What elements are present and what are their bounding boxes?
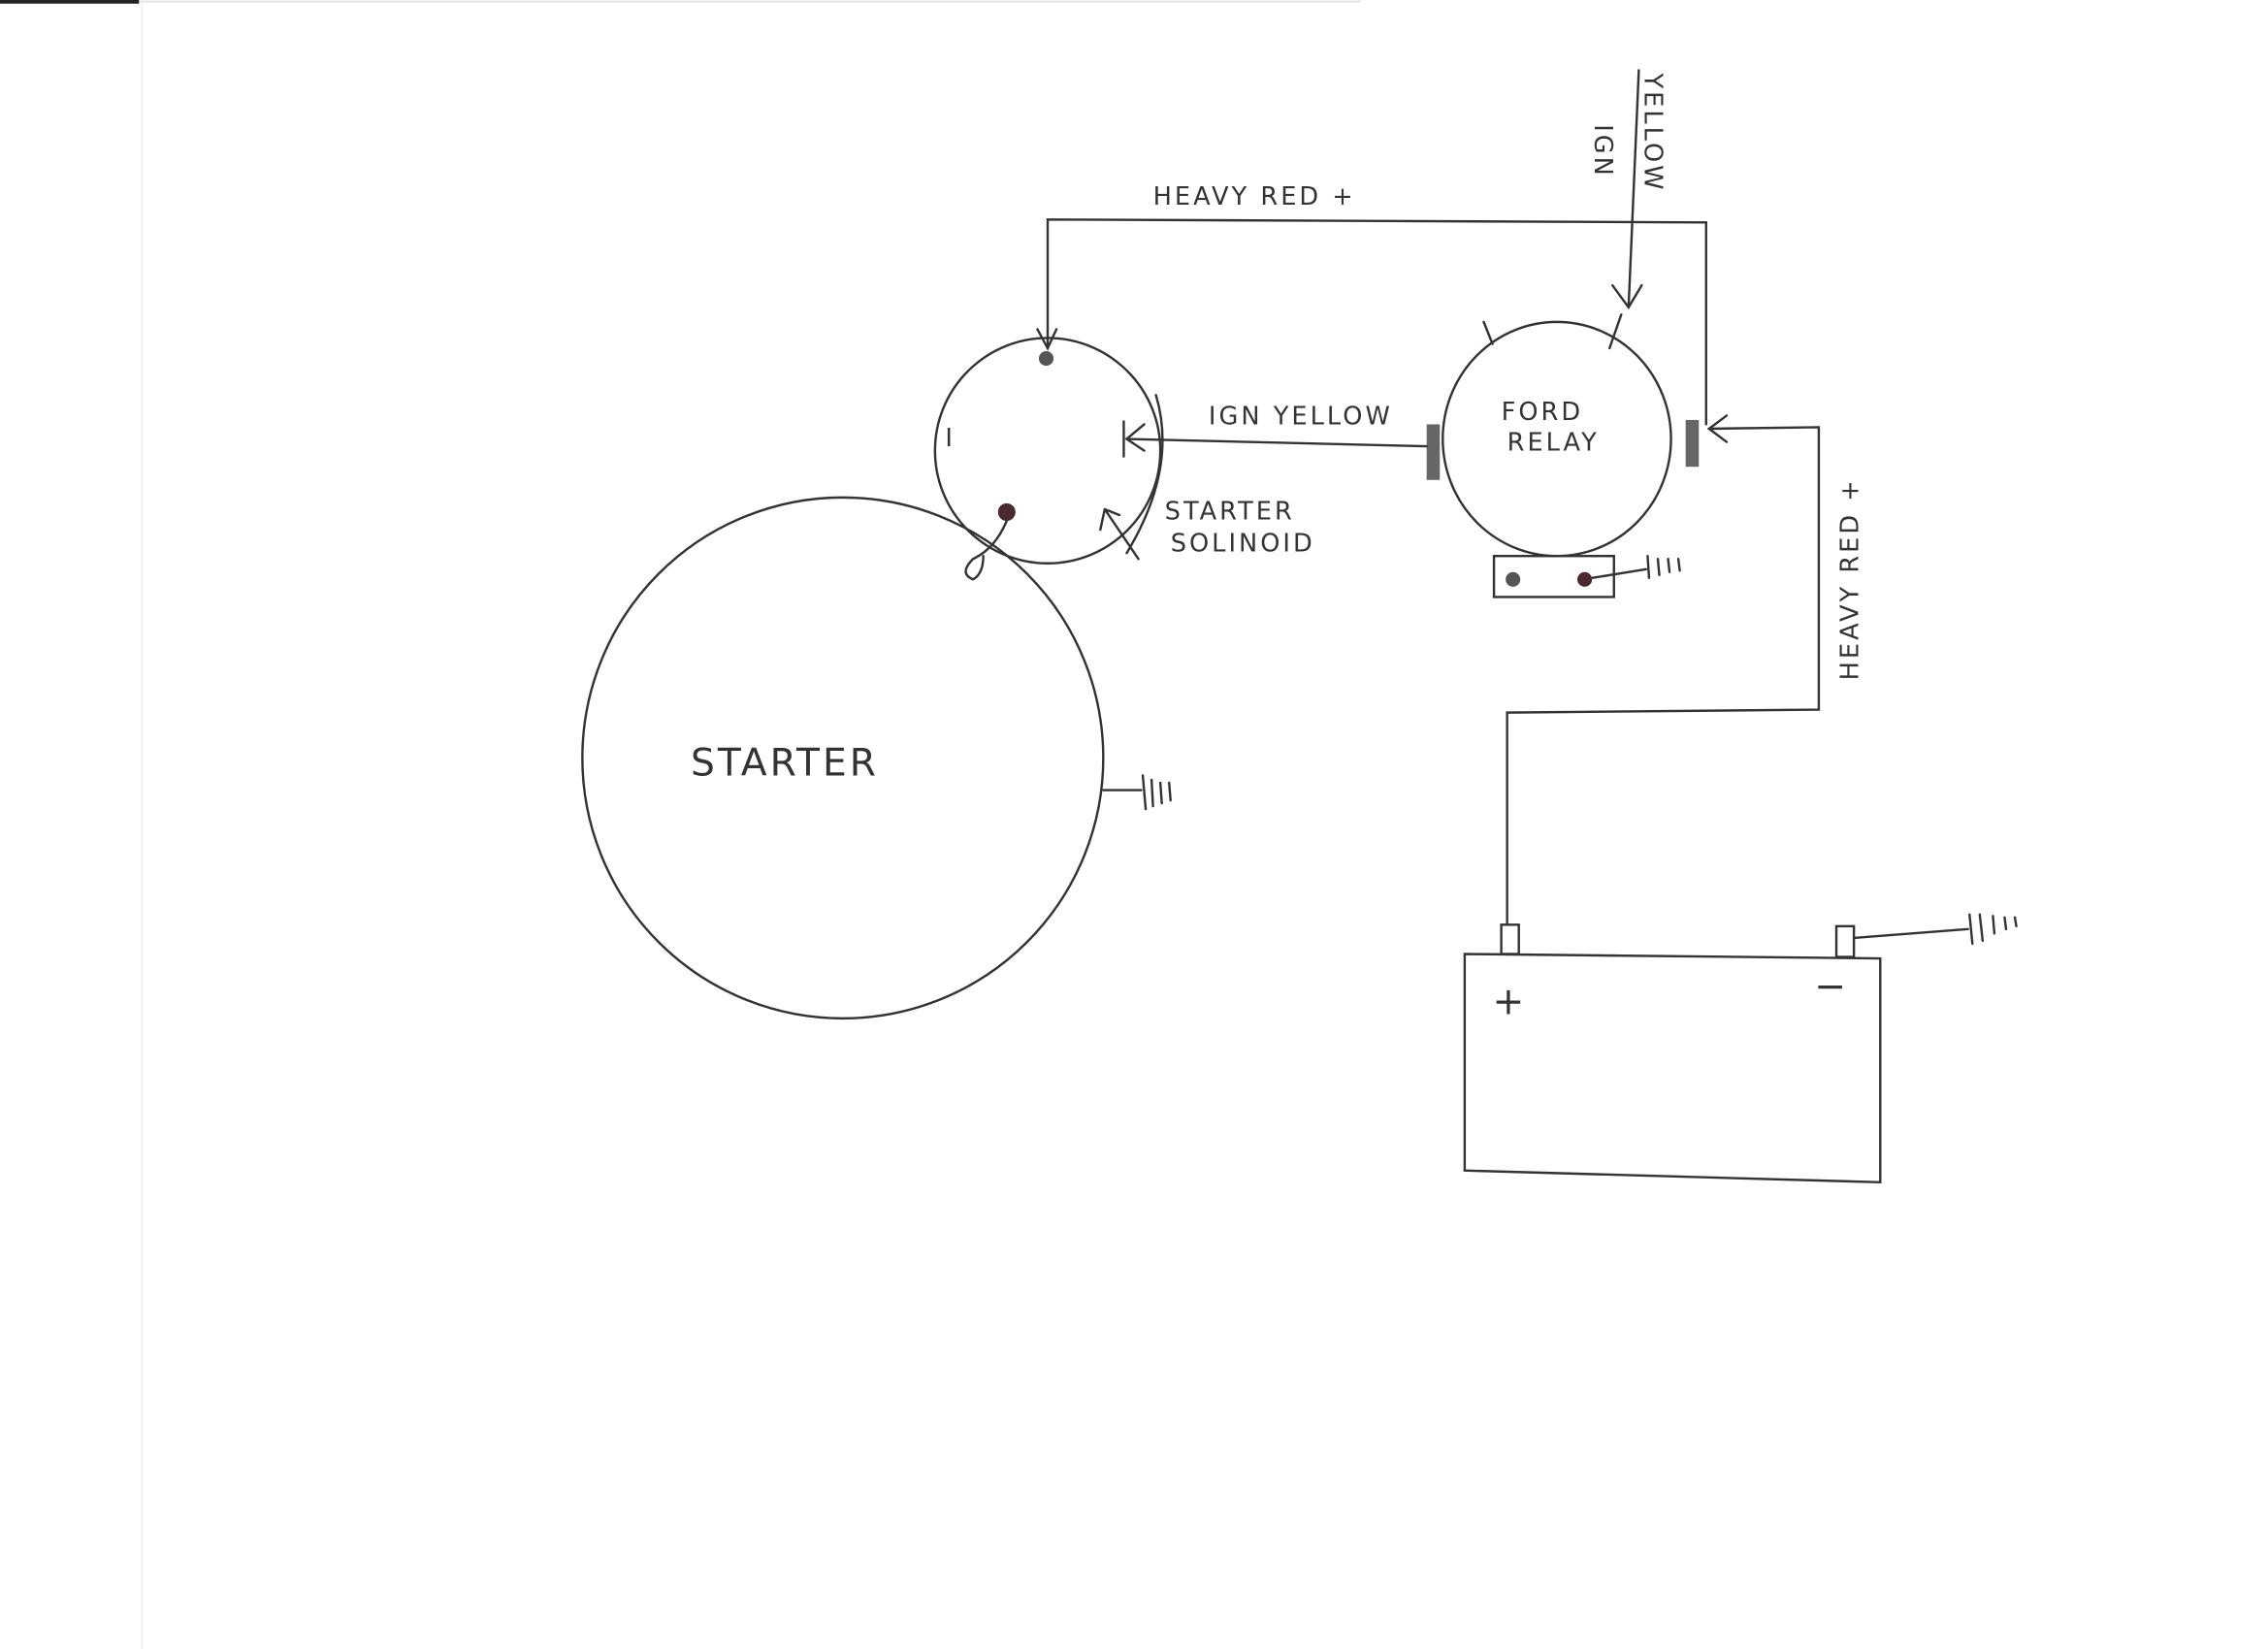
relay-terminal-left	[1426, 424, 1441, 480]
starter-ground-icon	[1102, 774, 1172, 811]
starter-solenoid: I STARTER SOLINOID	[933, 337, 1315, 581]
ign-yellow-wire-vertical: IGN YELLOW	[1588, 69, 1667, 309]
ign-label: IGN	[1588, 124, 1617, 178]
heavy-red-wire-top: HEAVY RED +	[1036, 182, 1707, 426]
battery-positive-label: +	[1493, 980, 1528, 1023]
heavy-red-top-label: HEAVY RED +	[1153, 182, 1356, 211]
relay-ground-icon	[1590, 555, 1681, 580]
solenoid-label: SOLINOID	[1171, 530, 1315, 559]
solenoid-label: STARTER	[1165, 498, 1295, 527]
solenoid-terminal-bottom	[997, 502, 1016, 522]
heavy-red-right-label: HEAVY RED +	[1836, 477, 1865, 680]
ign-yellow-wire: IGN YELLOW	[1122, 402, 1428, 458]
ford-relay: FORD RELAY	[1426, 313, 1700, 598]
solenoid-terminal-i: I	[945, 424, 956, 453]
relay-terminal-right	[1685, 419, 1700, 468]
yellow-label: YELLOW	[1637, 72, 1667, 192]
battery-negative-terminal	[1834, 924, 1856, 958]
battery-ground-icon	[1852, 913, 2018, 946]
heavy-red-wire-right: HEAVY RED +	[1506, 414, 1865, 926]
battery-positive-terminal	[1500, 923, 1520, 955]
solenoid-terminal-top	[1038, 351, 1054, 367]
relay-label: FORD	[1502, 398, 1584, 427]
battery: + −	[1463, 913, 2018, 1184]
starter-label: STARTER	[691, 741, 879, 785]
battery-negative-label: −	[1814, 965, 1849, 1009]
ign-yellow-label: IGN YELLOW	[1209, 402, 1393, 431]
relay-label: RELAY	[1507, 429, 1600, 458]
starter: STARTER	[581, 496, 1172, 1020]
